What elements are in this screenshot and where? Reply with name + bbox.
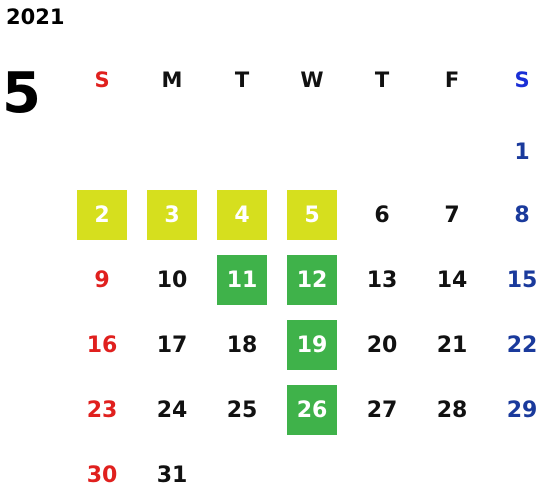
day-cell-6[interactable]: 6 [374, 202, 390, 228]
day-cell-31[interactable]: 31 [156, 462, 188, 488]
day-cell-7[interactable]: 7 [444, 202, 460, 228]
year-label: 2021 [6, 5, 65, 29]
day-cell-22[interactable]: 22 [506, 332, 538, 358]
day-cell-9[interactable]: 9 [94, 267, 110, 293]
month-number: 5 [2, 61, 41, 126]
day-cell-16[interactable]: 16 [86, 332, 118, 358]
day-cell-1[interactable]: 1 [514, 139, 530, 165]
day-cell-28[interactable]: 28 [436, 397, 468, 423]
day-cell-14[interactable]: 14 [436, 267, 468, 293]
day-cell-13[interactable]: 13 [366, 267, 398, 293]
day-cell-11[interactable]: 11 [217, 255, 267, 305]
day-cell-10[interactable]: 10 [156, 267, 188, 293]
day-cell-23[interactable]: 23 [86, 397, 118, 423]
day-cell-21[interactable]: 21 [436, 332, 468, 358]
day-cell-29[interactable]: 29 [506, 397, 538, 423]
day-cell-20[interactable]: 20 [366, 332, 398, 358]
weekday-header-mon: M [161, 68, 183, 92]
day-cell-12[interactable]: 12 [287, 255, 337, 305]
weekday-header-wed: W [300, 68, 324, 92]
weekday-header-fri: F [444, 68, 460, 92]
day-cell-5[interactable]: 5 [287, 190, 337, 240]
day-cell-3[interactable]: 3 [147, 190, 197, 240]
day-cell-2[interactable]: 2 [77, 190, 127, 240]
day-cell-26[interactable]: 26 [287, 385, 337, 435]
weekday-header-sat: S [514, 68, 530, 92]
day-cell-15[interactable]: 15 [506, 267, 538, 293]
day-cell-30[interactable]: 30 [86, 462, 118, 488]
weekday-header-sun: S [94, 68, 110, 92]
day-cell-19[interactable]: 19 [287, 320, 337, 370]
day-cell-4[interactable]: 4 [217, 190, 267, 240]
day-cell-17[interactable]: 17 [156, 332, 188, 358]
weekday-header-tue: T [234, 68, 250, 92]
day-cell-24[interactable]: 24 [156, 397, 188, 423]
day-cell-8[interactable]: 8 [514, 202, 530, 228]
day-cell-18[interactable]: 18 [226, 332, 258, 358]
day-cell-27[interactable]: 27 [366, 397, 398, 423]
day-cell-25[interactable]: 25 [226, 397, 258, 423]
weekday-header-thu: T [374, 68, 390, 92]
